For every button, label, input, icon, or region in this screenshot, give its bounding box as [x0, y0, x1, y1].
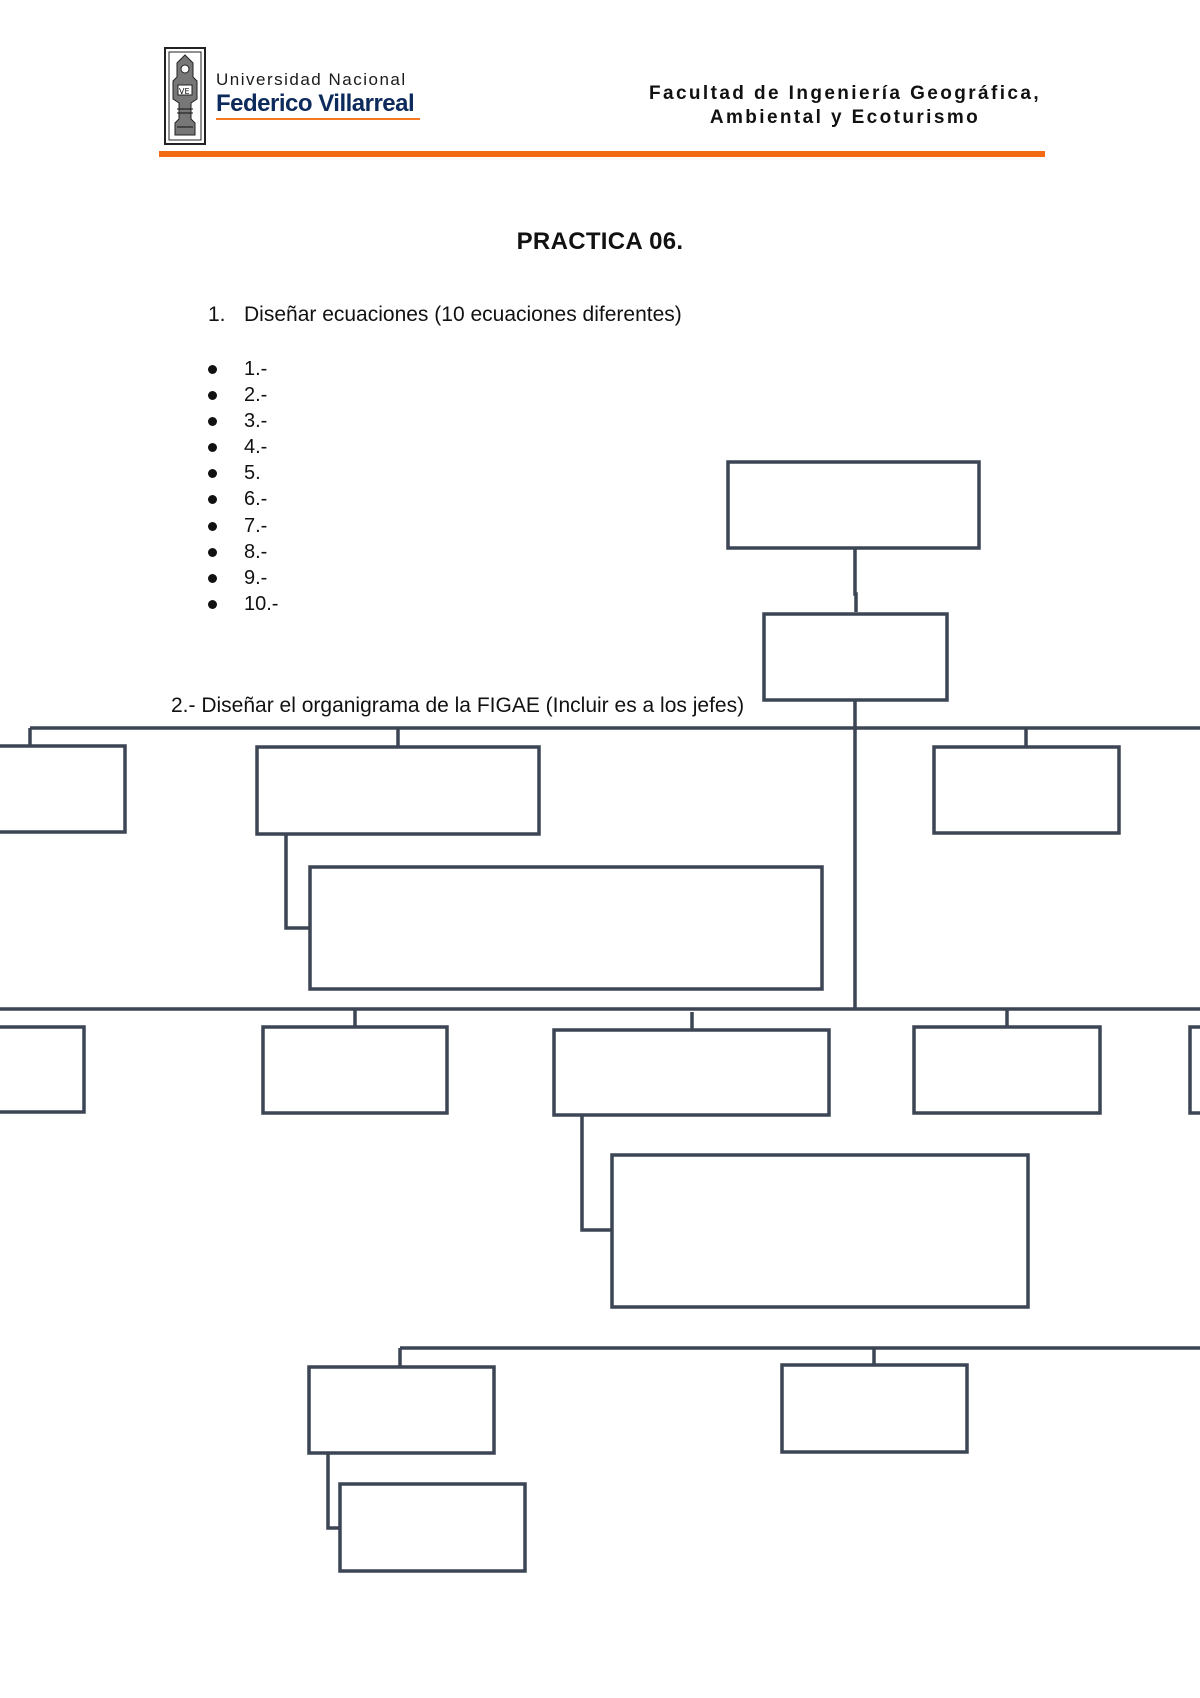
org-box-partial[interactable] — [1188, 1025, 1200, 1115]
org-box[interactable] — [932, 745, 1121, 835]
org-box[interactable] — [0, 744, 127, 834]
org-chart-boxes — [0, 460, 1200, 1573]
svg-text:VE: VE — [179, 87, 190, 96]
list-item: 6.- — [204, 486, 278, 512]
bullet-icon — [208, 417, 217, 427]
org-box[interactable] — [0, 1025, 86, 1114]
org-box[interactable] — [255, 745, 541, 836]
org-box[interactable] — [307, 1365, 496, 1455]
bullet-icon — [208, 495, 217, 505]
bullet-icon — [208, 521, 217, 531]
list-item: 9.- — [204, 565, 278, 591]
org-box[interactable] — [261, 1025, 449, 1115]
list-item: 4.- — [204, 434, 278, 460]
connector-line — [284, 834, 310, 930]
bullet-icon — [208, 547, 217, 557]
faculty-name-line1: Facultad de Ingeniería Geográfica, — [648, 83, 1042, 104]
list-item-label: 6.- — [244, 488, 268, 511]
list-item: 7.- — [204, 513, 278, 539]
list-item-label: 4.- — [244, 436, 268, 459]
org-box[interactable] — [338, 1482, 527, 1573]
bullet-icon — [208, 443, 217, 453]
list-item-label: 1.- — [244, 358, 268, 380]
faculty-name: Facultad de Ingeniería Geográfica, Ambie… — [600, 82, 1090, 130]
faculty-name-line2: Ambiental y Ecoturismo — [709, 107, 981, 128]
list-item: 10.- — [204, 591, 278, 617]
org-box-director[interactable] — [726, 460, 981, 550]
question-1-number: 1. — [208, 303, 226, 326]
university-underline — [216, 118, 420, 120]
list-item: 8.- — [204, 539, 278, 565]
list-item-label: 3.- — [244, 410, 268, 433]
org-box[interactable] — [780, 1363, 969, 1454]
org-chart-connectors — [0, 548, 1200, 1530]
bullet-icon — [208, 365, 217, 374]
list-item: 3.- — [204, 408, 278, 434]
header-rule — [159, 151, 1045, 157]
list-item-label: 7.- — [244, 514, 268, 537]
university-name: Universidad Nacional Federico Villarreal — [216, 70, 421, 118]
list-item: 1.- — [204, 356, 278, 382]
question-2-text: 2.- Diseñar el organigrama de la FIGAE (… — [171, 694, 745, 717]
university-name-line1: Universidad Nacional — [216, 70, 407, 89]
bullet-icon — [208, 469, 217, 479]
bullet-icon — [208, 391, 217, 401]
question-1-text: Diseñar ecuaciones (10 ecuaciones difere… — [244, 303, 682, 326]
bullet-icon — [208, 599, 217, 609]
list-item-label: 9.- — [244, 566, 268, 589]
list-item-label: 10.- — [244, 592, 279, 615]
list-item: 2.- — [204, 382, 278, 408]
connector-line — [326, 1452, 340, 1530]
list-item-label: 5. — [244, 462, 261, 485]
page-title: PRACTICA 06. — [516, 228, 684, 255]
org-box[interactable] — [552, 1028, 831, 1117]
org-box-large[interactable] — [610, 1153, 1030, 1309]
bullet-icon — [208, 573, 217, 583]
question-1: 1. Diseñar ecuaciones (10 ecuaciones dife… — [208, 303, 682, 327]
list-item-label: 8.- — [244, 540, 268, 563]
connector-line — [853, 548, 858, 612]
equation-list: 1.- 2.- 3.- 4.- 5. 6.- 7.- 8.- 9.- 10.- — [204, 356, 278, 617]
list-item: 5. — [204, 460, 278, 486]
university-crest-icon: VE — [164, 47, 206, 145]
list-item-label: 2.- — [244, 384, 268, 407]
org-box-subdirector[interactable] — [762, 612, 949, 702]
connector-line — [580, 1114, 612, 1232]
org-box-large[interactable] — [308, 865, 824, 991]
org-box[interactable] — [912, 1025, 1102, 1115]
university-name-line2: Federico Villarreal — [216, 90, 415, 117]
